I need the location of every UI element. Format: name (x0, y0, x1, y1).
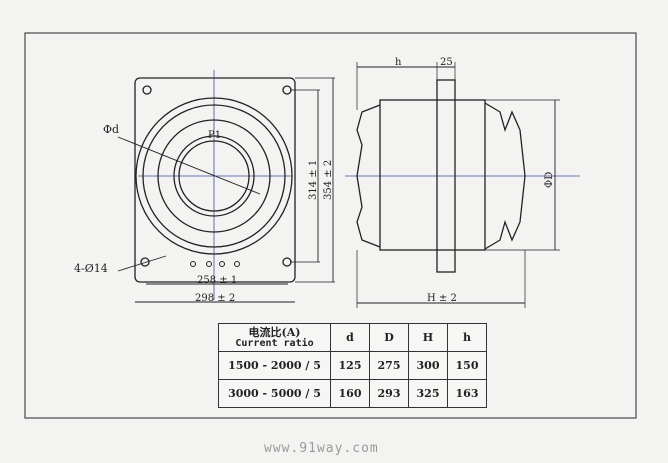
header-h: h (447, 323, 487, 352)
dim-width: 298 ± 2 (195, 293, 235, 304)
cell-h: 163 (447, 379, 487, 408)
table-row: 3000 - 5000 / 5 160 293 325 163 (218, 379, 487, 408)
cell-D: 293 (369, 379, 409, 408)
terminal-label: P1 (208, 130, 221, 141)
mounting-plate (134, 77, 296, 283)
secondary-terminals (190, 261, 240, 267)
header-D: D (369, 323, 409, 352)
cell-d: 160 (330, 379, 370, 408)
holes-label: 4-Ø14 (74, 262, 108, 275)
spec-table: 电流比(A) Current ratio d D H h 1500 - 2000… (218, 323, 487, 408)
bore-label: Φd (103, 123, 119, 136)
dim-D-label: ΦD (544, 172, 555, 188)
table-row: 1500 - 2000 / 5 125 275 300 150 (218, 351, 487, 380)
front-view: Φd P1 4-Ø14 258 ± 1 298 ± 2 314 ± 1 354 … (74, 70, 335, 304)
dim-height: 354 ± 2 (323, 160, 334, 200)
header-H: H (408, 323, 448, 352)
cell-ratio: 1500 - 2000 / 5 (218, 351, 331, 380)
cell-H: 300 (408, 351, 448, 380)
cell-ratio: 3000 - 5000 / 5 (218, 379, 331, 408)
cell-H: 325 (408, 379, 448, 408)
drawing-frame (24, 32, 637, 419)
cell-D: 275 (369, 351, 409, 380)
cell-h: 150 (447, 351, 487, 380)
dim-hole-spacing-v: 314 ± 1 (308, 160, 319, 200)
dim-hole-spacing-h: 258 ± 1 (197, 275, 237, 286)
header-cn: 电流比(A) (248, 325, 301, 339)
dim-H-label: H ± 2 (427, 293, 457, 304)
side-view: h 25 ΦD H ± 2 (345, 57, 580, 308)
header-d: d (330, 323, 370, 352)
dim-h-label: h (395, 57, 402, 68)
header-current-ratio: 电流比(A) Current ratio (218, 323, 331, 352)
dim-flange-label: 25 (440, 57, 453, 68)
cell-d: 125 (330, 351, 370, 380)
watermark: www.91way.com (264, 441, 379, 456)
table-header-row: 电流比(A) Current ratio d D H h (218, 323, 487, 352)
header-en: Current ratio (235, 337, 314, 349)
